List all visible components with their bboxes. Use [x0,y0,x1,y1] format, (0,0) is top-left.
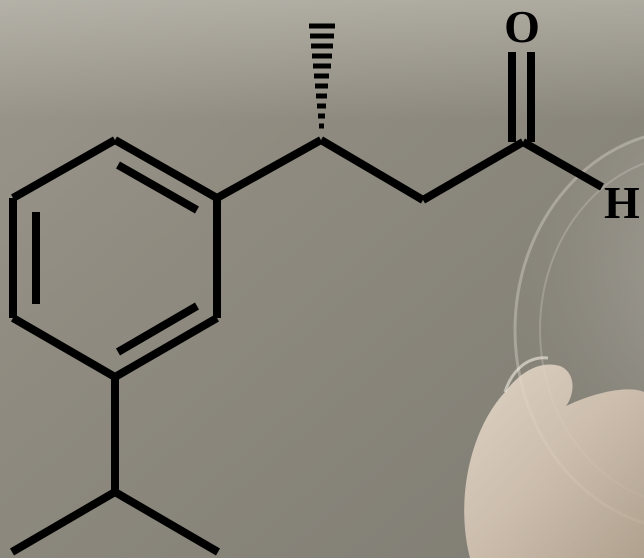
oxygen-atom-label: O [504,1,540,52]
ring-inner-bond-bottom-right [115,302,200,356]
bond-isopropyl-methyl-right [112,488,221,556]
bond-stereocenter-to-ch2 [318,136,426,204]
ring-inner-bond-top [116,161,199,214]
bond-skeleton [9,52,604,556]
bond-ch2-to-carbonyl [420,138,526,204]
ring-bond-6 [11,136,117,202]
hashed-wedge-bond [309,23,335,129]
bond-isopropyl-methyl-left [9,488,118,556]
ring-bond-4 [10,314,118,381]
decorative-hand [464,356,644,558]
bond-carbonyl-to-h [521,138,604,191]
bond-ring-to-stereocenter [215,136,323,202]
ring-bond-3 [112,314,220,381]
ring-bond-1 [113,136,219,202]
hydrogen-atom-label: H [604,177,640,228]
background-top-sheen [0,0,644,120]
